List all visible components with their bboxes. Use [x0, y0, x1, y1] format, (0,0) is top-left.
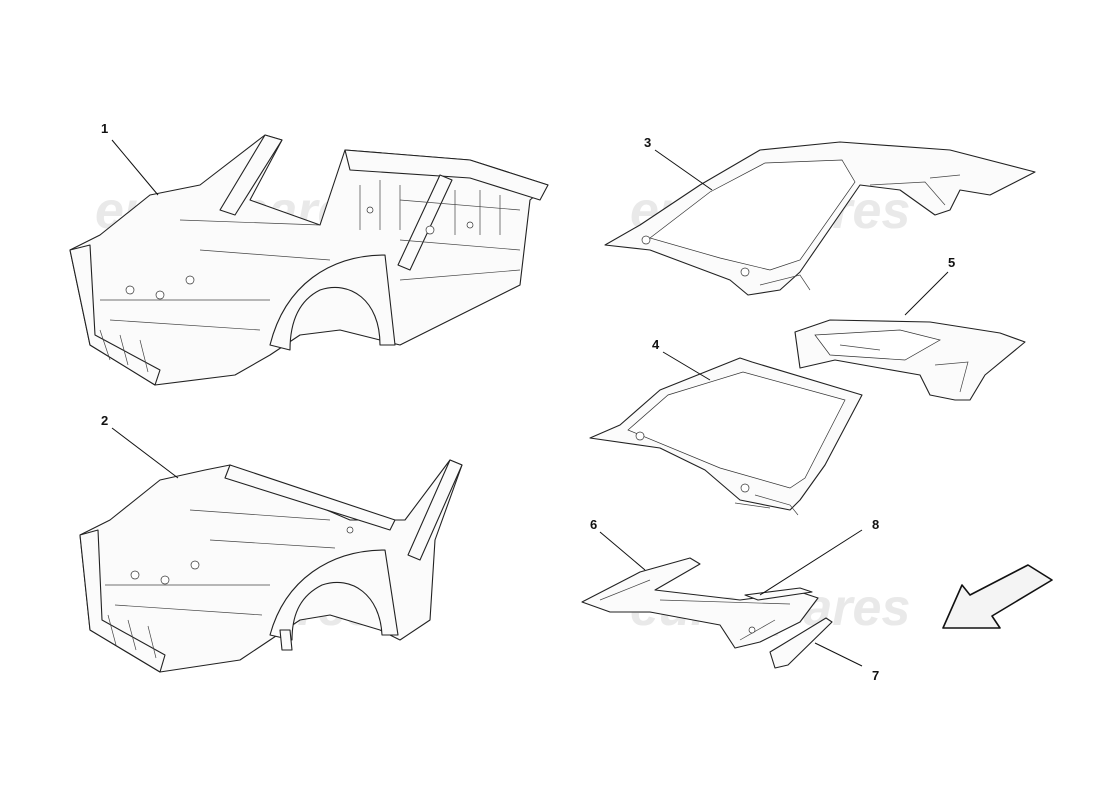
part-roof-frame-assembly[interactable]: [604, 141, 1036, 296]
callout-7: 7: [872, 668, 879, 683]
part-reinforcement-strip[interactable]: [744, 587, 813, 601]
part-rear-roof-section[interactable]: [794, 319, 1026, 401]
callout-5: 5: [948, 255, 955, 270]
leader-lines: [111, 139, 949, 667]
part-windscreen-frame[interactable]: [589, 357, 863, 516]
callout-8: 8: [872, 517, 879, 532]
callout-4: 4: [652, 337, 660, 352]
part-front-body-shell[interactable]: [79, 459, 463, 673]
callout-1: 1: [101, 121, 108, 136]
callout-6: 6: [590, 517, 597, 532]
callout-2: 2: [101, 413, 108, 428]
part-small-bracket[interactable]: [769, 617, 833, 669]
part-floor-crossmember[interactable]: [581, 557, 819, 649]
part-body-shell-complete[interactable]: [69, 134, 549, 386]
direction-arrow-icon: [942, 564, 1053, 629]
callout-labels: 1 2 3 4 5 6 7 8: [101, 121, 955, 683]
callout-3: 3: [644, 135, 651, 150]
